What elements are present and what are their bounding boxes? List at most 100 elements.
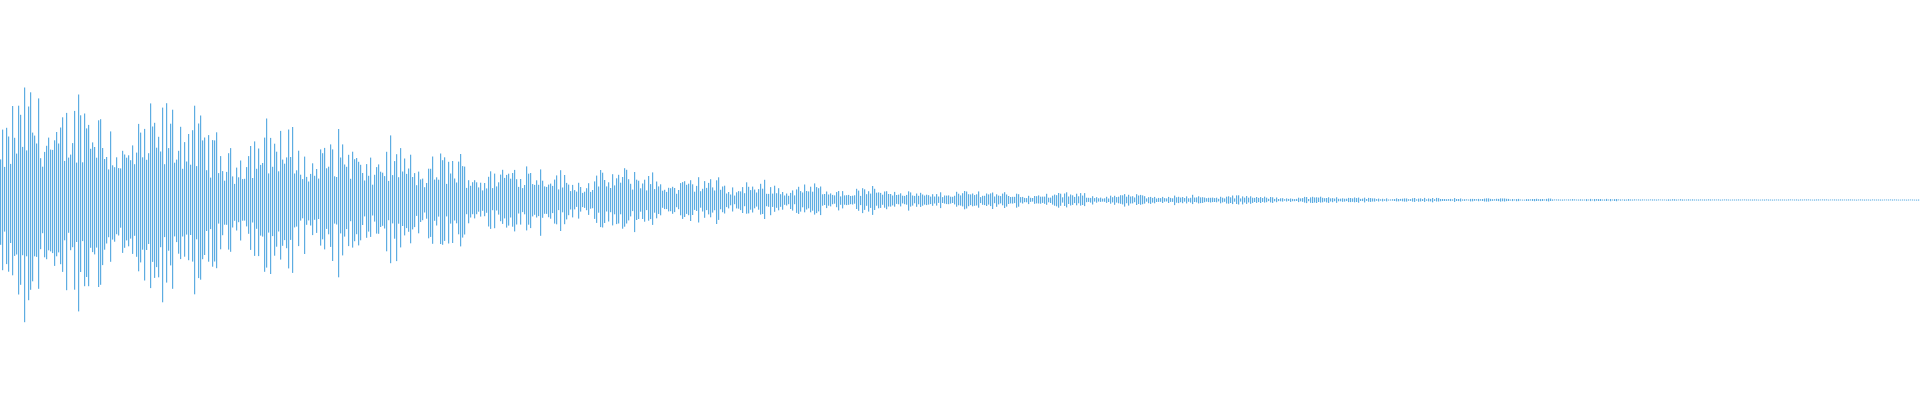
waveform-bar: [230, 148, 232, 252]
waveform-bar: [724, 185, 726, 214]
waveform-bar: [1584, 199, 1586, 201]
waveform-bar: [554, 179, 556, 224]
waveform-bar: [1124, 194, 1126, 207]
waveform-bar: [782, 192, 784, 210]
waveform-bar: [372, 184, 374, 216]
waveform-bar: [848, 194, 850, 205]
waveform-bar: [1888, 199, 1890, 201]
waveform-bar: [4, 166, 6, 232]
waveform-bar: [252, 178, 254, 223]
waveform-bar: [102, 148, 104, 266]
waveform-bar: [338, 129, 340, 278]
waveform-bar: [154, 122, 156, 278]
waveform-bar: [1520, 199, 1522, 201]
waveform-bar: [932, 194, 934, 206]
waveform-bar: [1806, 199, 1808, 201]
waveform-bar: [1360, 198, 1362, 201]
waveform-bar: [496, 186, 498, 211]
waveform-bar: [176, 159, 178, 243]
waveform-bar: [954, 195, 956, 205]
waveform-bar: [708, 182, 710, 215]
waveform-bar: [1352, 198, 1354, 202]
waveform-bar: [1414, 198, 1416, 202]
waveform-bar: [1044, 196, 1046, 204]
waveform-bar: [1402, 198, 1404, 202]
waveform-bar: [382, 172, 384, 226]
waveform-bar: [698, 177, 700, 223]
waveform-bar: [1730, 199, 1732, 201]
waveform-bar: [404, 158, 406, 236]
waveform-bar: [1788, 199, 1790, 201]
waveform-bar: [1490, 198, 1492, 202]
waveform-bar: [38, 98, 40, 289]
waveform-bar: [308, 181, 310, 221]
waveform-bar: [1286, 198, 1288, 202]
waveform-bar: [1716, 199, 1718, 201]
waveform-bar: [184, 142, 186, 257]
waveform-bar: [900, 193, 902, 207]
waveform-bar: [1646, 199, 1648, 201]
waveform-bar: [376, 167, 378, 234]
waveform-bar: [1610, 199, 1612, 202]
waveform-bar: [126, 157, 128, 241]
waveform-bar: [1078, 196, 1080, 204]
waveform-bar: [1238, 195, 1240, 205]
waveform-bar: [674, 188, 676, 213]
waveform-bar: [1550, 198, 1552, 201]
waveform-bar: [536, 180, 538, 218]
waveform-bar: [1852, 199, 1854, 201]
waveform-bar: [1560, 199, 1562, 201]
waveform-bar: [1784, 199, 1786, 201]
waveform-bar: [502, 169, 504, 224]
waveform-bar: [1274, 198, 1276, 202]
waveform-bar: [366, 164, 368, 238]
waveform-bar: [788, 195, 790, 205]
waveform-bar: [1472, 198, 1474, 202]
waveform-bar: [1782, 199, 1784, 201]
waveform-bar: [738, 191, 740, 209]
waveform-bars: [0, 87, 1920, 323]
waveform-bar: [470, 185, 472, 218]
waveform-bar: [754, 189, 756, 209]
waveform-bar: [730, 194, 732, 206]
waveform-bar: [862, 188, 864, 214]
waveform-bar: [522, 188, 524, 213]
waveform-bar: [464, 166, 466, 235]
waveform-bar: [592, 190, 594, 209]
waveform-bar: [114, 167, 116, 242]
waveform-bar: [1600, 199, 1602, 201]
waveform-bar: [778, 188, 780, 211]
waveform-bar: [1368, 197, 1370, 202]
waveform-bar: [1578, 199, 1580, 201]
waveform-bar: [546, 186, 548, 214]
waveform-bar: [268, 173, 270, 233]
waveform-bar: [1106, 196, 1108, 203]
waveform-bar: [1512, 199, 1514, 202]
waveform-bar: [1326, 198, 1328, 203]
waveform-bar: [206, 170, 208, 231]
waveform-bar: [238, 177, 240, 223]
waveform-bar: [136, 152, 138, 257]
waveform-bar: [1538, 199, 1540, 201]
waveform-bar: [1210, 197, 1212, 203]
waveform-bar: [1320, 196, 1322, 203]
waveform-bar: [1056, 195, 1058, 207]
waveform-bar: [1468, 199, 1470, 201]
waveform-bar: [1504, 198, 1506, 202]
waveform-bar: [642, 183, 644, 219]
waveform-bar: [1328, 197, 1330, 203]
waveform-bar: [1432, 198, 1434, 203]
waveform-bar: [1656, 199, 1658, 201]
waveform-bar: [1462, 199, 1464, 201]
waveform-bar: [1836, 199, 1838, 201]
waveform-bar: [842, 191, 844, 209]
waveform-bar: [1528, 199, 1530, 201]
waveform-bar: [646, 190, 648, 211]
waveform-bar: [924, 195, 926, 205]
waveform-bar: [360, 164, 362, 241]
waveform-bar: [1300, 198, 1302, 202]
waveform-bar: [368, 175, 370, 232]
waveform-bar: [32, 132, 34, 282]
waveform-bar: [914, 195, 916, 204]
waveform-bar: [1212, 197, 1214, 203]
